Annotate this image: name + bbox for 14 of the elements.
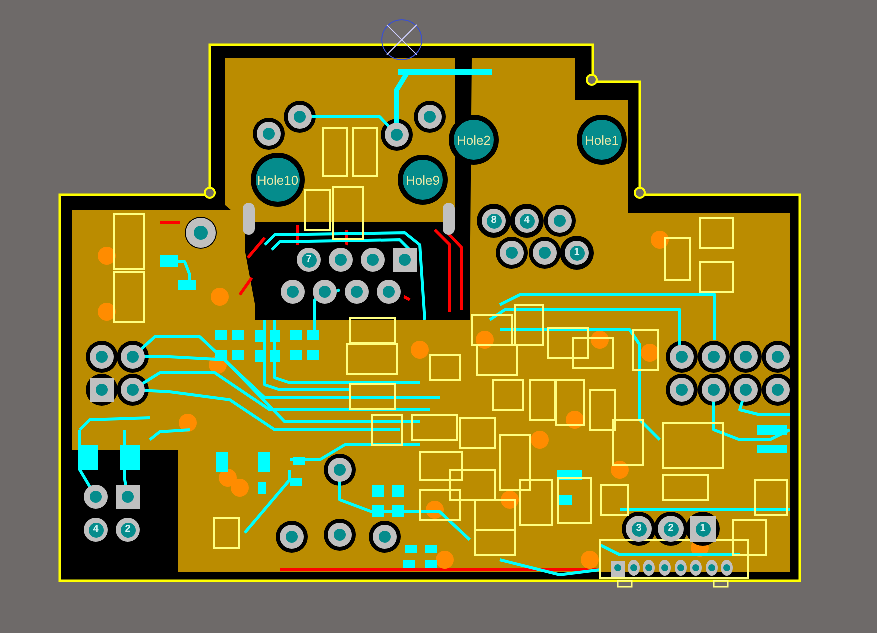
hole-label: Hole1	[585, 134, 619, 146]
pad	[690, 516, 716, 542]
hole-label: Hole9	[406, 174, 440, 186]
pad-number: 2	[664, 522, 678, 536]
hole-label: Hole2	[457, 134, 491, 146]
pad-number: 4	[520, 214, 534, 228]
pad-number: 1	[696, 522, 710, 536]
pad-number: 1	[570, 246, 584, 260]
pad-number: 2	[120, 522, 136, 538]
pad-number: 4	[88, 522, 104, 538]
pad-number: 8	[486, 214, 502, 228]
hole-label: Hole10	[257, 174, 299, 186]
pad-number: 3	[632, 522, 646, 536]
pad-number: 7	[302, 252, 316, 268]
